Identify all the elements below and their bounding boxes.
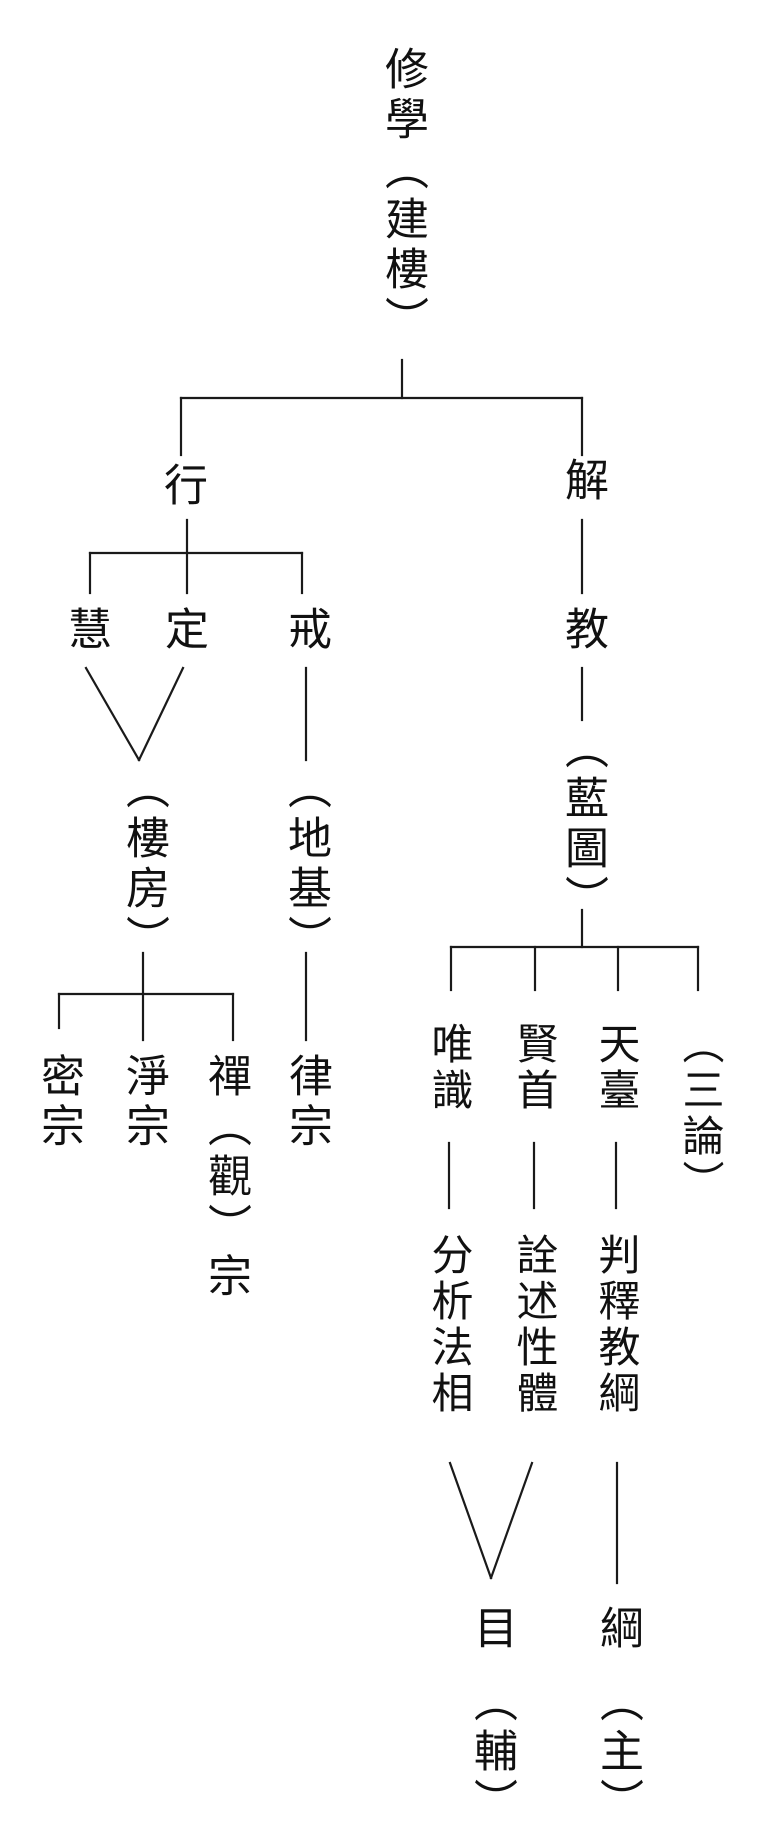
connector: [137, 666, 185, 762]
detail-node: 目: [466, 1605, 517, 1655]
wisdom-node: 慧: [60, 606, 111, 656]
foundation-node: （地基）: [280, 765, 331, 965]
esoteric-school-node: 密宗: [33, 1053, 84, 1153]
connector: [448, 1461, 493, 1580]
building-node: （樓房）: [118, 765, 169, 965]
sanlun-school-node: （三論）: [676, 1022, 725, 1206]
outline-role-node: （主）: [592, 1678, 643, 1828]
precepts-node: 戒: [280, 606, 331, 656]
tiantai-school-node: 天臺: [592, 1022, 641, 1114]
connector: [489, 1461, 534, 1580]
practice-node: 行: [156, 462, 207, 512]
detail-role-node: （輔）: [466, 1678, 517, 1828]
tiantai-description: 判釋教綱: [592, 1233, 641, 1417]
weishi-description: 分析法相: [425, 1233, 474, 1417]
pure-land-school-node: 淨宗: [118, 1053, 169, 1153]
weishi-school-node: 唯識: [425, 1022, 474, 1114]
xianshou-description: 詮述性體: [510, 1233, 559, 1417]
outline-node: 綱: [592, 1605, 643, 1655]
blueprint-node: （藍圖）: [557, 725, 608, 925]
samadhi-node: 定: [157, 606, 208, 656]
teaching-node: 教: [557, 606, 608, 656]
understanding-node: 解: [557, 457, 608, 507]
chan-school-node: 禪（觀）宗: [200, 1053, 251, 1303]
vinaya-school-node: 律宗: [281, 1053, 332, 1153]
root-node: 修學（建樓）: [377, 46, 428, 346]
connector: [84, 666, 141, 762]
xianshou-school-node: 賢首: [510, 1022, 559, 1114]
